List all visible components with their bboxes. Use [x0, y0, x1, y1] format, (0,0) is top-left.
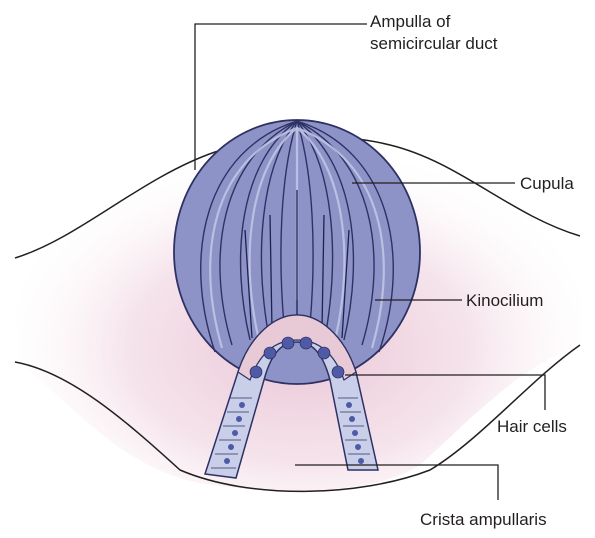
- label-crista-ampullaris: Crista ampullaris: [420, 510, 547, 529]
- label-cupula: Cupula: [520, 174, 574, 193]
- cupula: [174, 120, 420, 384]
- label-hair-cells: Hair cells: [497, 417, 567, 436]
- label-ampulla-line1: Ampulla of: [370, 12, 451, 31]
- label-ampulla-line2: semicircular duct: [370, 34, 498, 53]
- label-kinocilium: Kinocilium: [466, 291, 543, 310]
